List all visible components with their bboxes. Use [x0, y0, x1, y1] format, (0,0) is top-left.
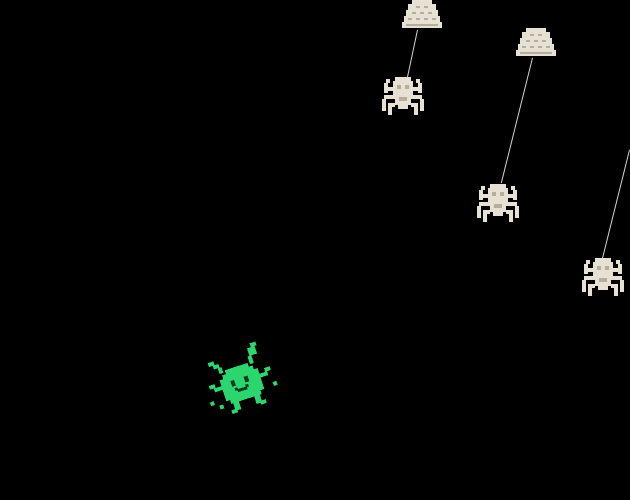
spider-icon: [382, 77, 424, 115]
spider-icon: [477, 184, 519, 222]
spider-enemy[interactable]: [580, 254, 626, 298]
spider-thread: [406, 29, 418, 79]
spider-thread: [500, 57, 533, 184]
spider-enemy[interactable]: [380, 73, 426, 117]
player-creature-icon: [207, 341, 278, 415]
web-anchor: [516, 28, 556, 58]
spider-enemy[interactable]: [475, 180, 521, 224]
spider-thread: [601, 149, 630, 259]
player-creature[interactable]: [196, 340, 286, 430]
web-anchor-icon: [516, 28, 556, 56]
spider-icon: [582, 258, 624, 296]
web-anchor-icon: [402, 0, 442, 28]
web-anchor: [402, 0, 442, 30]
